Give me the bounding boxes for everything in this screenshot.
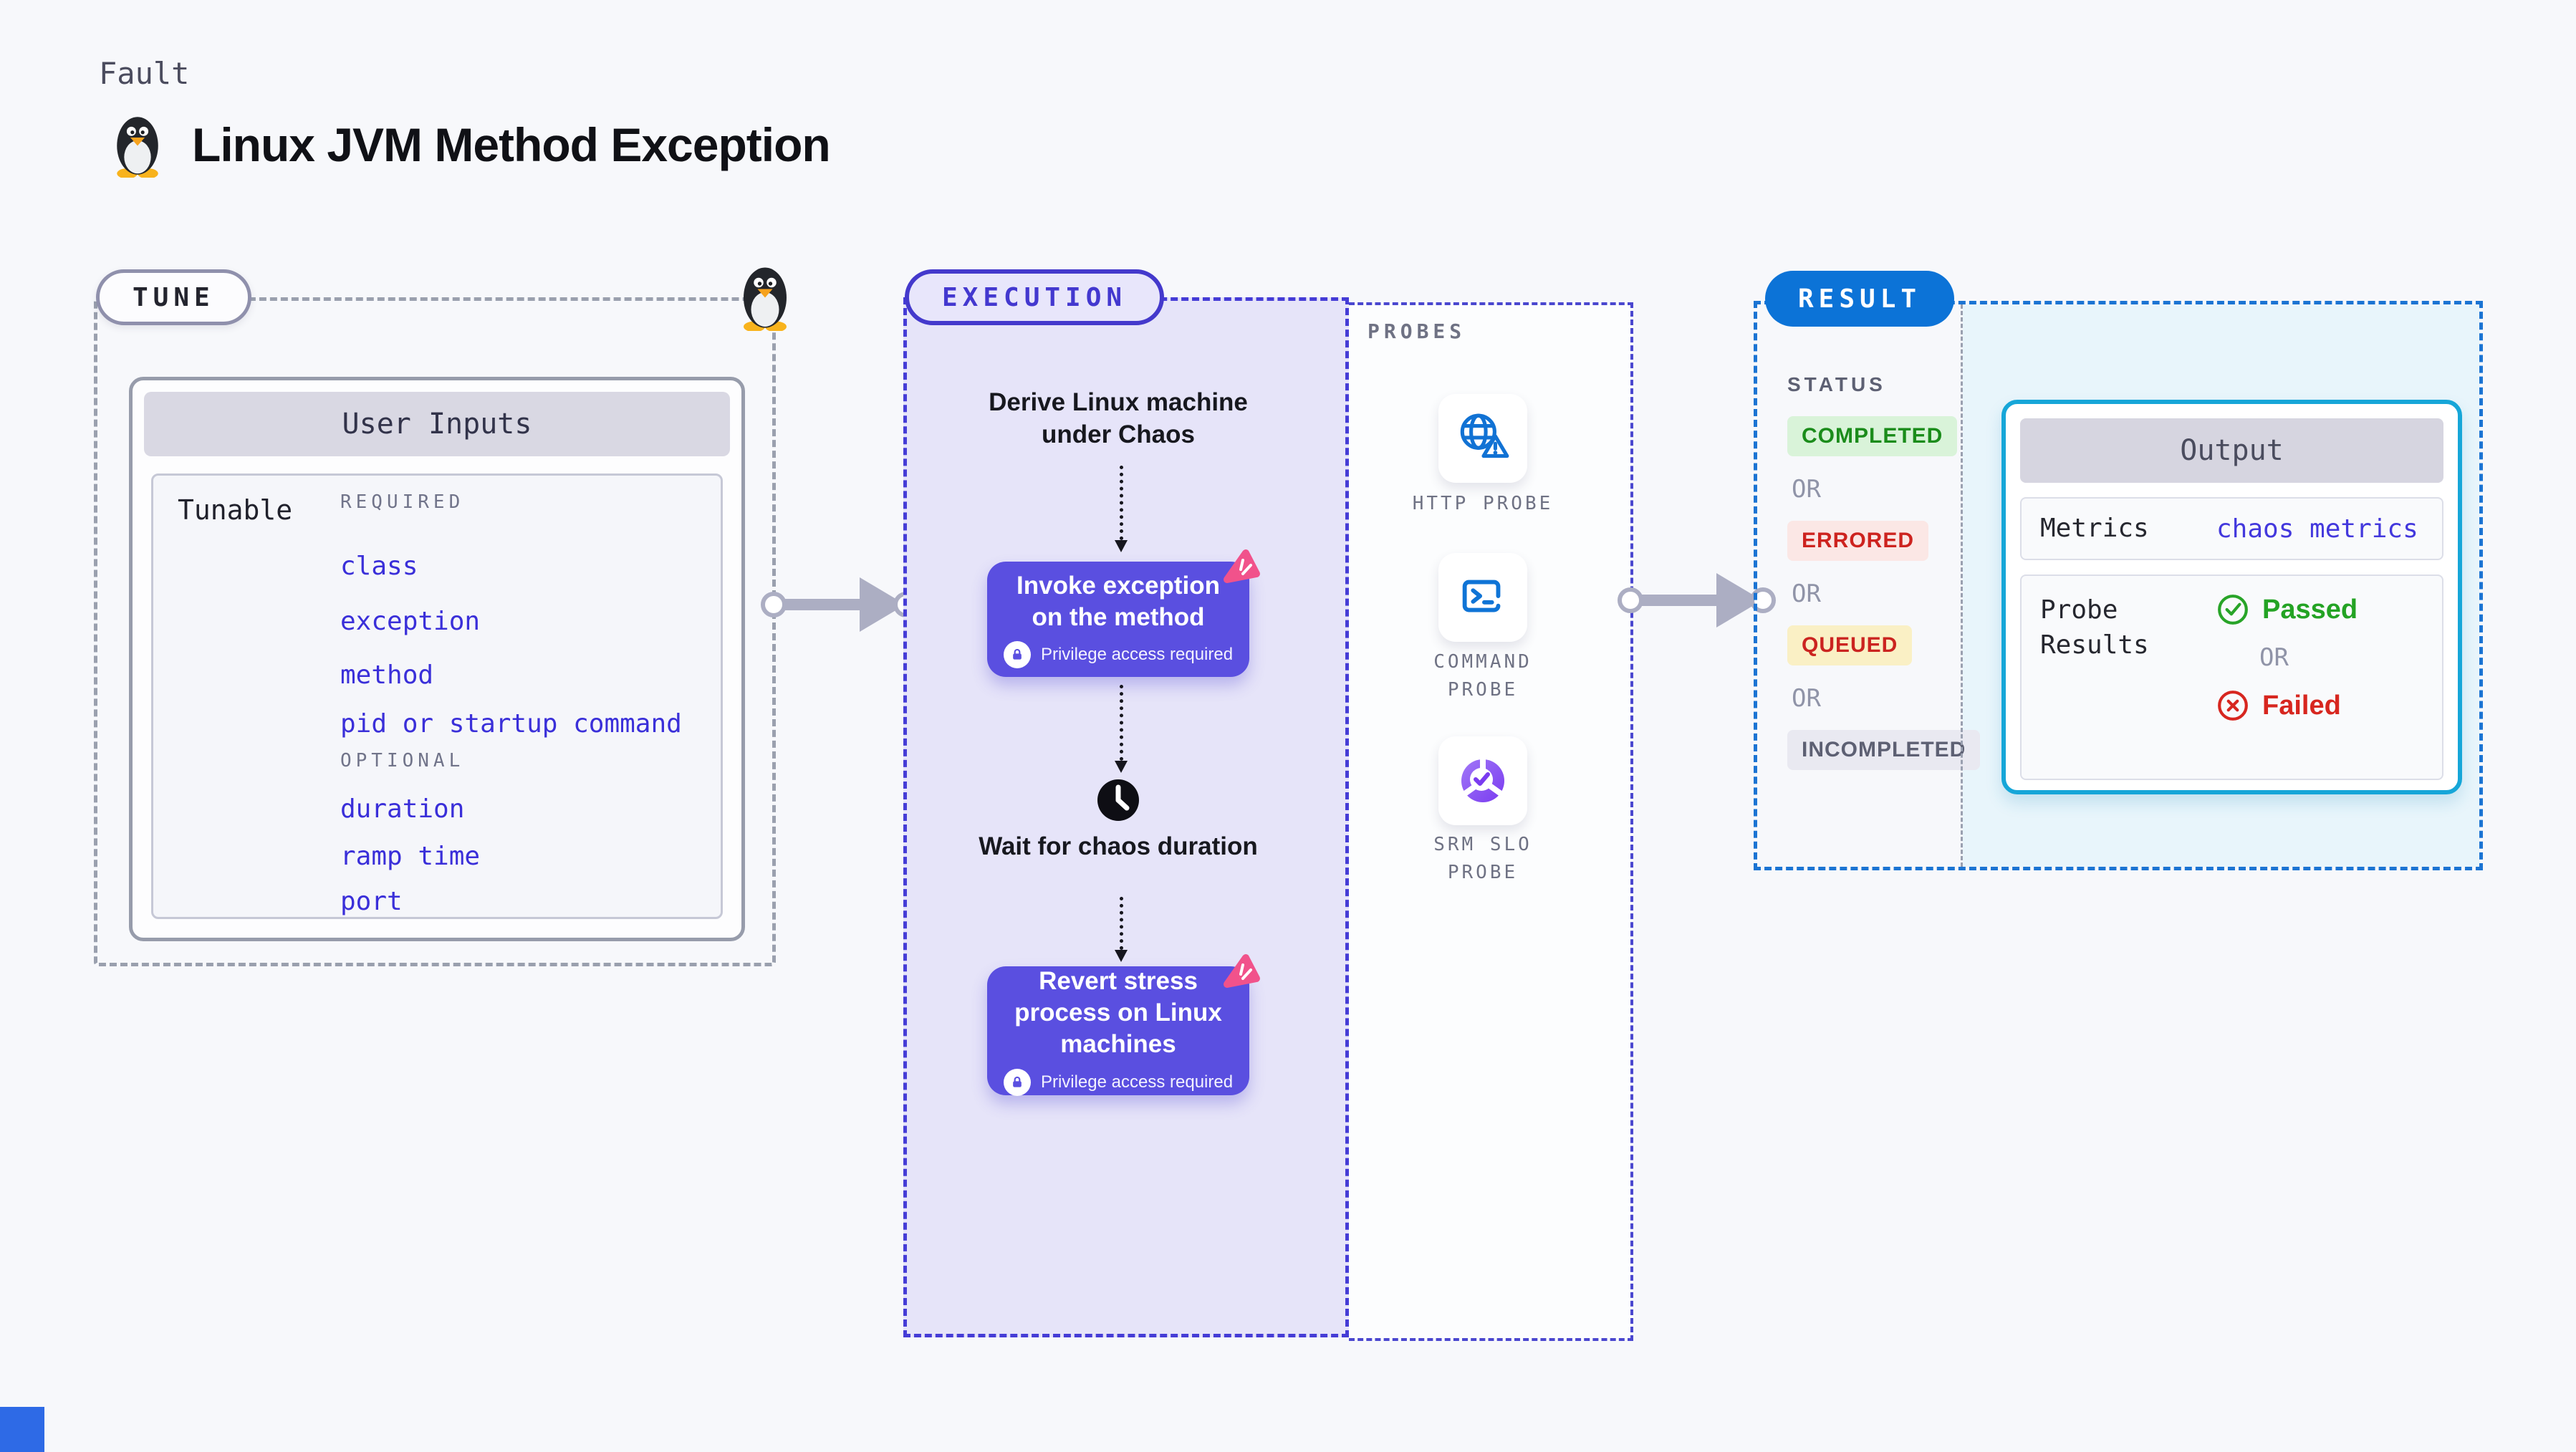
probe-label: HTTP PROBE [1412, 493, 1554, 514]
result-badge: RESULT [1765, 271, 1955, 327]
tune-badge: TUNE [96, 269, 251, 325]
status-badge-completed: COMPLETED [1787, 416, 1958, 456]
or-label: OR [1792, 684, 1821, 713]
fault-kicker: Fault [99, 56, 190, 91]
globe-warning-icon [1460, 413, 1509, 458]
or-label: OR [1792, 580, 1821, 608]
output-title: Output [2020, 418, 2443, 483]
required-label: REQUIRED [340, 491, 465, 513]
user-inputs-title: User Inputs [144, 392, 730, 456]
pink-sparkle-icon [1218, 952, 1262, 999]
privilege-row: Privilege access required [1003, 641, 1234, 669]
status-badge-errored: ERRORED [1787, 521, 1929, 561]
probes-label: PROBES [1368, 319, 1466, 343]
or-label: OR [2259, 643, 2289, 672]
metrics-row: Metrics chaos metrics [2020, 497, 2443, 560]
tunable-item: ramp time [340, 842, 481, 871]
status-label: STATUS [1787, 373, 1886, 395]
penguin-icon [731, 262, 799, 335]
check-circle-icon [2218, 595, 2248, 625]
failed-line: Failed [2216, 689, 2341, 722]
user-inputs-card: User Inputs Tunable REQUIRED class excep… [129, 377, 745, 941]
http-probe-card[interactable] [1438, 394, 1527, 483]
title-row: Linux JVM Method Exception [105, 112, 831, 178]
dotted-arrow [1115, 685, 1128, 773]
result-zone: STATUS COMPLETED OR ERRORED OR QUEUED OR… [1754, 301, 2483, 870]
probe-label: SRM SLO PROBE [1433, 834, 1532, 883]
probe-label: COMMAND PROBE [1433, 651, 1532, 701]
privilege-row: Privilege access required [1003, 1068, 1234, 1096]
passed-label: Passed [2262, 594, 2358, 625]
command-probe-card[interactable] [1438, 553, 1527, 642]
lock-icon [1003, 641, 1031, 669]
terminal-icon [1462, 580, 1501, 612]
step-title: Invoke exception on the method [1017, 571, 1220, 631]
status-badge-queued: QUEUED [1787, 625, 1913, 665]
tunables-list: REQUIRED class exception method pid or s… [340, 491, 682, 916]
tune-zone [94, 297, 776, 966]
page-title: Linux JVM Method Exception [192, 118, 831, 171]
tunable-item: exception [340, 607, 481, 636]
status-list: COMPLETED OR ERRORED OR QUEUED OR INCOMP… [1787, 416, 1981, 770]
probe-results-values: Passed OR Failed [2216, 593, 2358, 779]
srm-slo-probe-card[interactable] [1438, 736, 1527, 825]
dotted-arrow [1115, 466, 1128, 552]
result-divider [1961, 304, 1963, 867]
slo-pie-icon [1461, 756, 1505, 802]
privilege-note: Privilege access required [1040, 645, 1234, 665]
pink-sparkle-icon [1218, 547, 1262, 594]
optional-label: OPTIONAL [340, 750, 465, 771]
execution-badge: EXECUTION [905, 269, 1165, 325]
tunable-item: class [340, 552, 418, 581]
invoke-exception-step[interactable]: Invoke exception on the method Privilege… [987, 549, 1260, 677]
clock-icon [1096, 778, 1140, 826]
blue-corner-decoration [0, 1407, 44, 1452]
metrics-value: chaos metrics [2216, 514, 2418, 544]
tune-to-execution-arrow [761, 577, 919, 632]
failed-label: Failed [2262, 690, 2341, 721]
tunable-item: port [340, 887, 403, 916]
step-wait-text: Wait for chaos duration [979, 832, 1258, 860]
tunables-panel: Tunable REQUIRED class exception method … [151, 473, 723, 919]
step-title: Revert stress process on Linux machines [1014, 967, 1222, 1058]
penguin-icon [117, 117, 158, 178]
output-card: Output Metrics chaos metrics Probe Resul… [2001, 400, 2462, 794]
probes-to-result-arrow [1618, 573, 1776, 628]
tunable-item: method [340, 660, 434, 690]
lock-icon [1003, 1068, 1031, 1096]
or-label: OR [1792, 475, 1821, 504]
probe-results-row: Probe Results Passed OR [2020, 574, 2443, 780]
tunable-item: duration [340, 794, 465, 824]
privilege-note: Privilege access required [1040, 1072, 1234, 1092]
x-circle-icon [2218, 691, 2248, 721]
tunable-item: pid or startup command [340, 709, 682, 739]
passed-line: Passed [2216, 593, 2358, 626]
status-badge-incompleted: INCOMPLETED [1787, 730, 1981, 770]
revert-stress-step[interactable]: Revert stress process on Linux machines … [987, 954, 1260, 1096]
dotted-arrow [1115, 897, 1128, 962]
metrics-label: Metrics [2040, 513, 2149, 543]
step-derive-text: Derive Linux machine under Chaos [989, 388, 1248, 448]
probe-results-label: Probe Results [2040, 595, 2149, 660]
tunable-label: Tunable [178, 494, 293, 526]
